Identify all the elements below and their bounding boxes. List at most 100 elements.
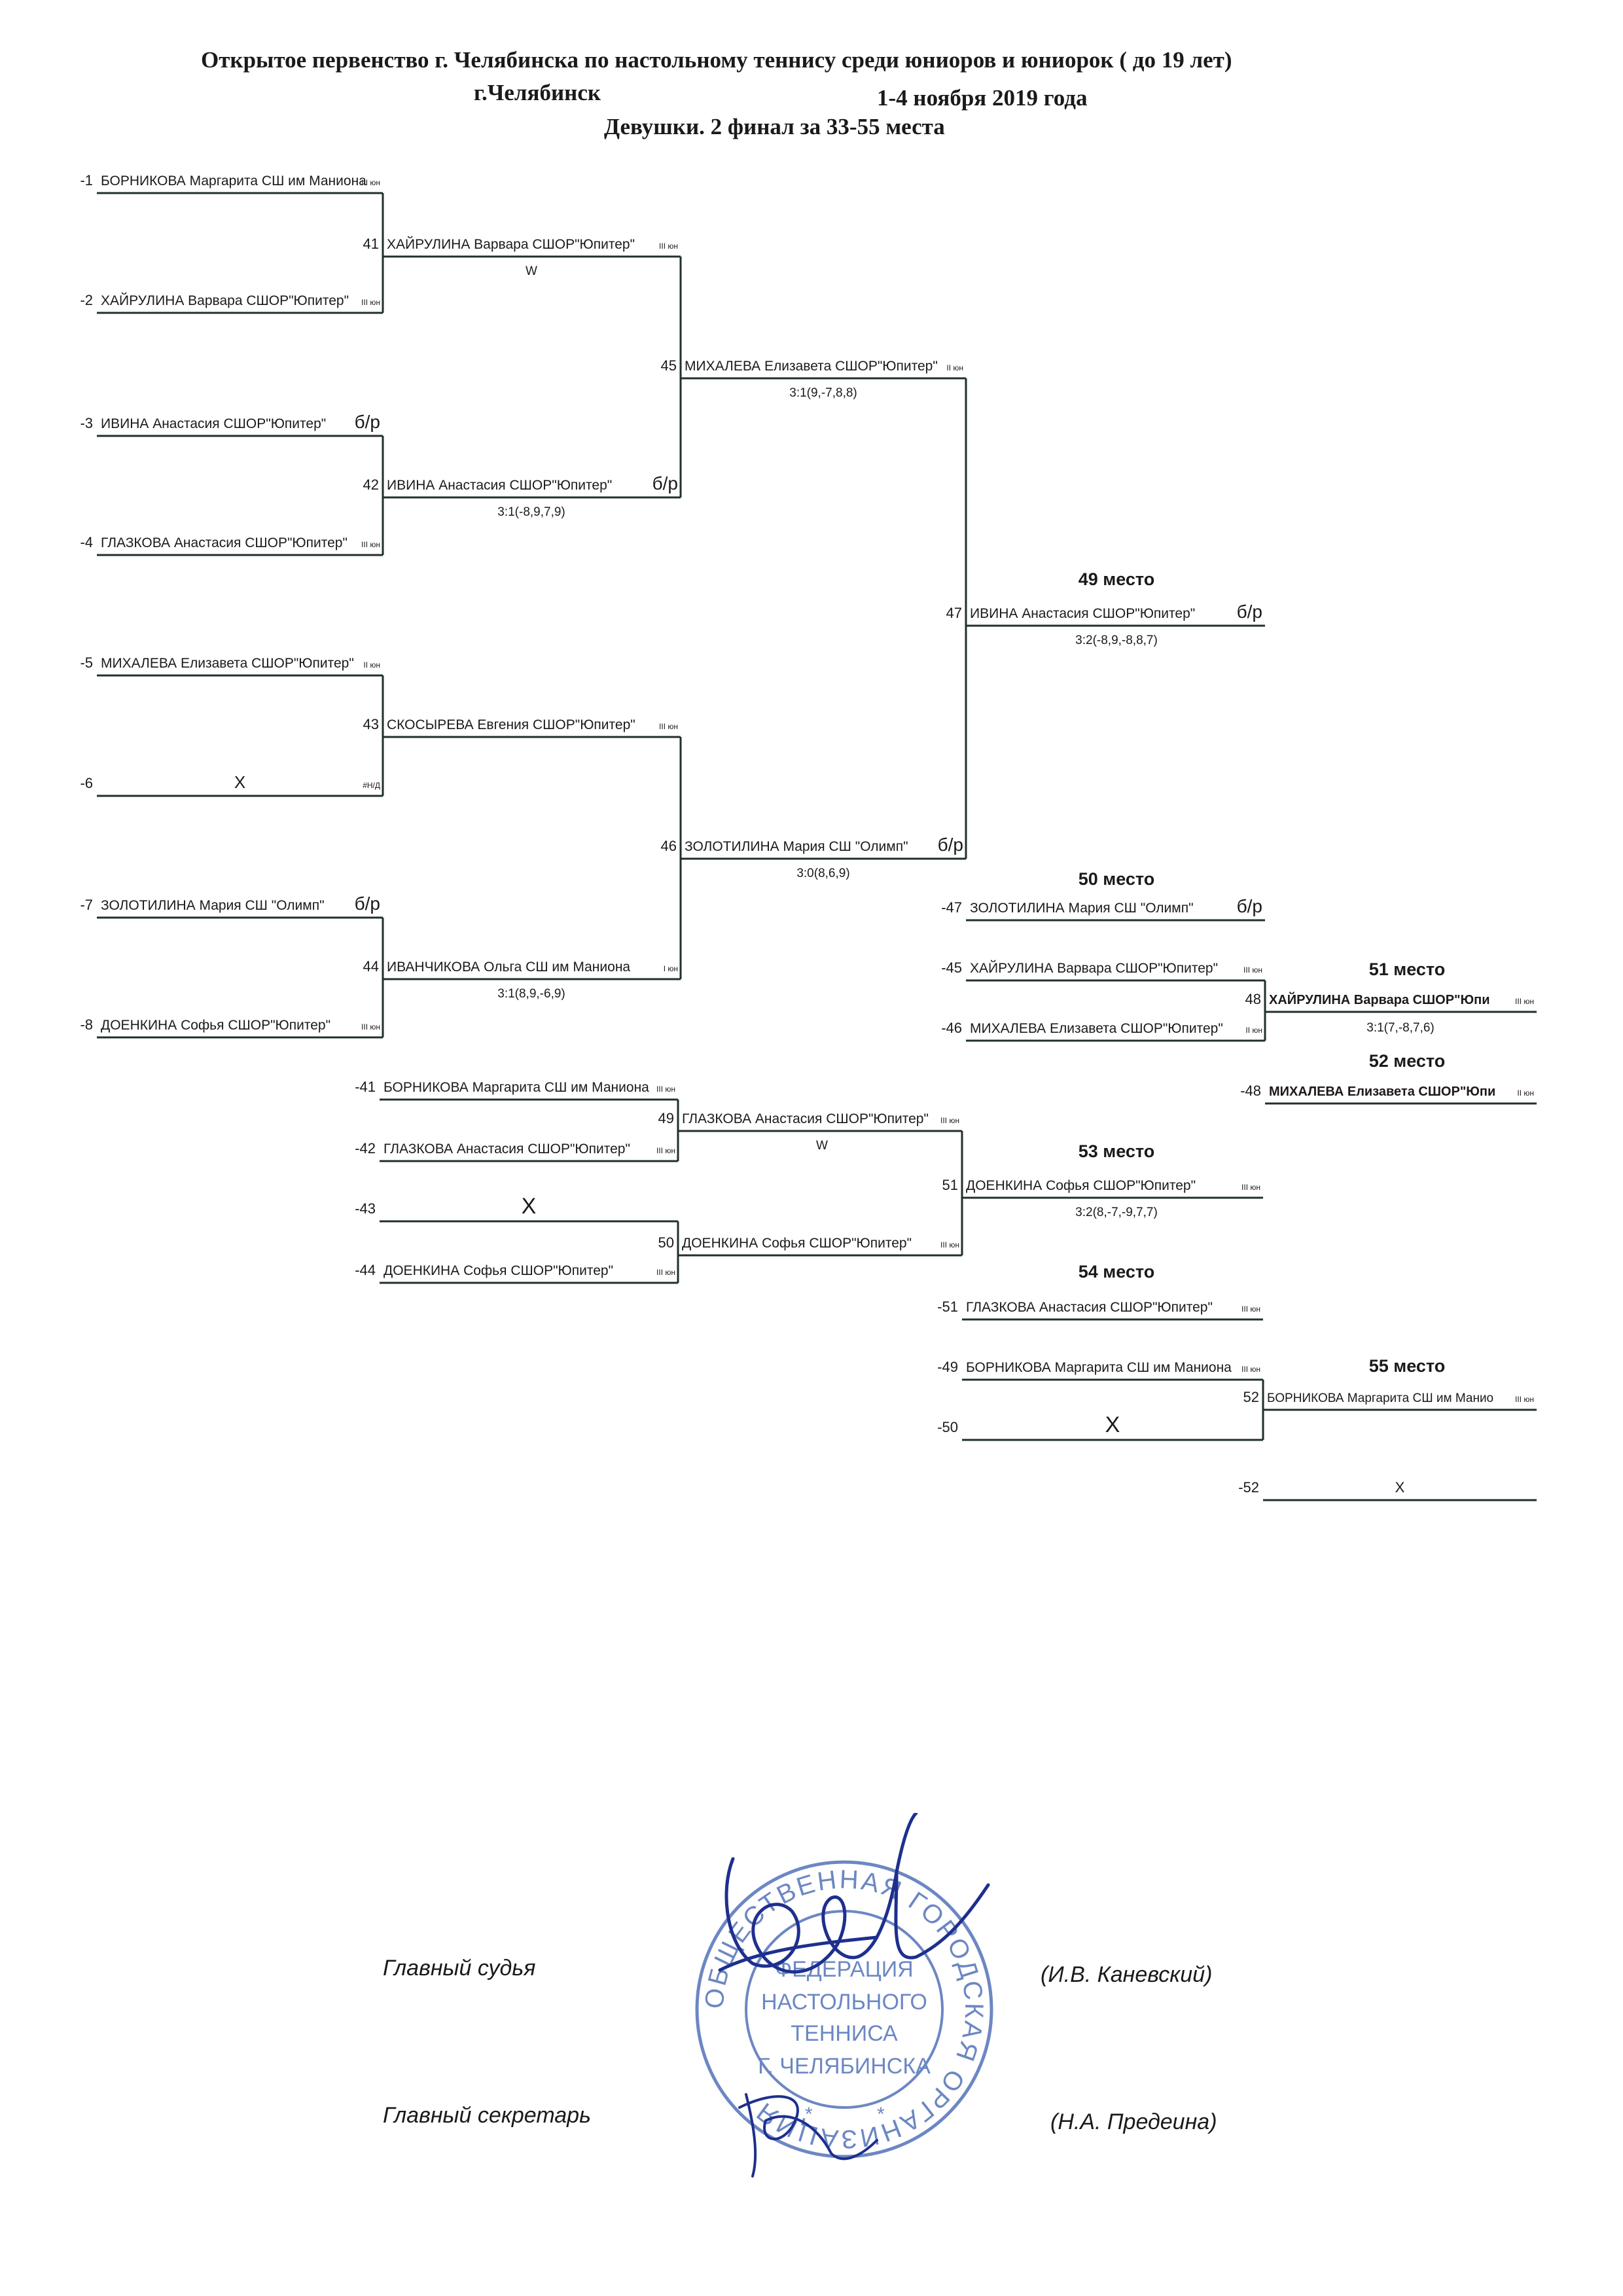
place-49: 49 место [1079,569,1155,589]
cons-seed-3-num: -43 [355,1200,376,1217]
match-41-score: W [526,264,537,278]
judge-label: Главный судья [383,1956,536,1981]
svg-text:*: * [877,2104,885,2125]
match-48-in2-num: -46 [941,1020,962,1036]
cons-seed-4-num: -44 [355,1262,376,1278]
match-48-in2-name: МИХАЛЕВА Елизавета СШОР"Юпитер" [970,1021,1223,1036]
cons-seed-1-rank: III юн [656,1085,675,1094]
cons-seed-2-rank: III юн [656,1146,675,1155]
match-50-name: ДОЕНКИНА Софья СШОР"Юпитер" [682,1236,912,1251]
seed-6-name: Х [234,772,245,792]
place-54-slot-num: -51 [937,1299,958,1315]
seed-7-rank: б/р [355,893,380,914]
seed-7-name: ЗОЛОТИЛИНА Мария СШ "Олимп" [101,898,325,913]
seed-8-num: -8 [80,1016,93,1033]
seed-3-num: -3 [80,415,93,431]
match-46-name: ЗОЛОТИЛИНА Мария СШ "Олимп" [685,839,908,854]
place-50-slot-rank: б/р [1237,896,1262,916]
cons-seed-1-name: БОРНИКОВА Маргарита СШ им Маниона [383,1080,649,1095]
match-45-num: 45 [661,357,677,374]
match-49-name: ГЛАЗКОВА Анастасия СШОР"Юпитер" [682,1111,929,1126]
seed-8-rank: III юн [361,1022,380,1031]
match-45-name: МИХАЛЕВА Елизавета СШОР"Юпитер" [685,359,938,374]
cons-seed-4-name: ДОЕНКИНА Софья СШОР"Юпитер" [383,1263,613,1278]
cons-seed-4-rank: III юн [656,1268,675,1277]
page-title: Открытое первенство г. Челябинска по нас… [201,47,1232,73]
match-48-score: 3:1(7,-8,7,6) [1366,1021,1435,1035]
place-52-slot-name: МИХАЛЕВА Елизавета СШОР"Юпи [1269,1085,1495,1099]
place-54: 54 место [1079,1262,1155,1282]
match-41-rank: III юн [659,242,678,251]
stamp-line-3: ТЕННИСА [791,2021,898,2046]
place-50: 50 место [1079,869,1155,889]
stamp-line-2: НАСТОЛЬНОГО [761,1990,927,2015]
header-city: г.Челябинск [474,80,601,105]
match-48-rank: III юн [1515,997,1534,1006]
bracket-lines [97,192,1537,1501]
seed-4-rank: III юн [361,540,380,549]
place-52-slot-num: -48 [1240,1083,1261,1099]
seed-2-rank: III юн [361,298,380,307]
place-50-slot-name: ЗОЛОТИЛИНА Мария СШ "Олимп" [970,901,1194,916]
match-51-num: 51 [942,1177,958,1193]
cons-seed-2-num: -42 [355,1140,376,1157]
place-54-slot-name: ГЛАЗКОВА Анастасия СШОР"Юпитер" [966,1300,1213,1315]
match-44-rank: I юн [664,964,678,973]
seed-6-rank: #Н/Д [363,781,380,790]
match-52-name: БОРНИКОВА Маргарита СШ им Манио [1267,1391,1493,1405]
match-46-num: 46 [661,838,677,854]
match-43-rank: III юн [659,722,678,731]
seed-5-num: -5 [80,655,93,671]
match-42-score: 3:1(-8,9,7,9) [497,505,565,519]
match-52-in2-num: -50 [937,1419,958,1435]
match-52-in1-name: БОРНИКОВА Маргарита СШ им Маниона [966,1360,1232,1375]
seed-4-name: ГЛАЗКОВА Анастасия СШОР"Юпитер" [101,535,348,550]
cons-seed-3-name: Х [522,1194,537,1219]
seed-6-num: -6 [80,775,93,791]
match-50-num: 50 [658,1234,674,1251]
seed-1-rank: III юн [361,178,380,187]
seed-3-name: ИВИНА Анастасия СШОР"Юпитер" [101,416,326,431]
secretary-signature [738,2093,878,2178]
match-42-rank: б/р [652,473,678,493]
svg-text:*: * [805,2104,813,2125]
seed-8-name: ДОЕНКИНА Софья СШОР"Юпитер" [101,1018,330,1033]
seed-3-rank: б/р [355,412,380,432]
match-48-in1-num: -45 [941,960,962,976]
seed-4-num: -4 [80,534,93,550]
match-41-name: ХАЙРУЛИНА Варвара СШОР"Юпитер" [387,236,635,252]
match-44-num: 44 [363,958,379,975]
cons-seed-2-name: ГЛАЗКОВА Анастасия СШОР"Юпитер" [383,1141,630,1157]
match-52-lose-num: -52 [1238,1479,1259,1496]
match-49-rank: III юн [940,1116,959,1125]
match-52-lose-name: Х [1395,1479,1405,1496]
stamp-line-1: ФЕДЕРАЦИЯ [775,1957,913,1982]
match-42-num: 42 [363,476,379,493]
secretary-label: Главный секретарь [383,2103,591,2128]
match-52-in2-name: Х [1105,1412,1120,1437]
match-42-name: ИВИНА Анастасия СШОР"Юпитер" [387,478,612,493]
header-dates: 1-4 ноября 2019 года [877,85,1088,111]
stamp-line-4: Г. ЧЕЛЯБИНСКА [758,2054,931,2079]
match-46-score: 3:0(8,6,9) [796,867,849,880]
match-48-in2-rank: II юн [1245,1026,1262,1035]
seed-5-name: МИХАЛЕВА Елизавета СШОР"Юпитер" [101,656,354,671]
seed-2-num: -2 [80,292,93,308]
match-47-rank: б/р [1237,601,1262,622]
secretary-name: (Н.А. Предеина) [1050,2109,1217,2134]
seed-1-name: БОРНИКОВА Маргарита СШ им Маниона [101,173,366,188]
match-52-in1-num: -49 [937,1359,958,1375]
match-47-score: 3:2(-8,9,-8,8,7) [1075,634,1158,647]
match-49-num: 49 [658,1110,674,1126]
place-53: 53 место [1079,1141,1155,1161]
seed-7-num: -7 [80,897,93,913]
match-52-in1-rank: III юн [1241,1365,1260,1374]
judge-name: (И.В. Каневский) [1041,1962,1213,1987]
match-49-score: W [816,1139,828,1153]
place-54-slot-rank: III юн [1241,1304,1260,1314]
match-48-num: 48 [1245,991,1261,1007]
official-stamp: ОБЩЕСТВЕННАЯ ГОРОДСКАЯ ОРГАНИЗАЦИЯ ФЕДЕР… [695,1813,993,2178]
match-43-name: СКОСЫРЕВА Евгения СШОР"Юпитер" [387,717,635,732]
place-50-slot-num: -47 [941,899,962,916]
